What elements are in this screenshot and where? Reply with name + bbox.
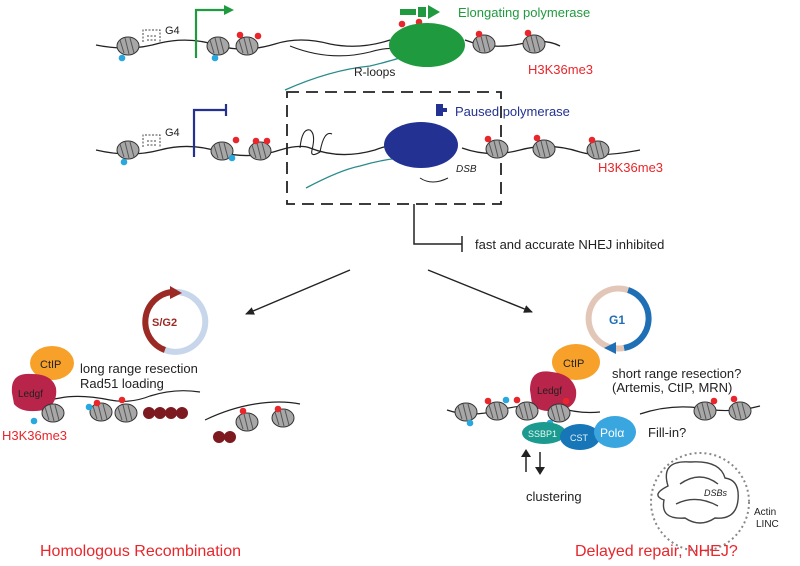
nucleosome-icon xyxy=(485,401,509,421)
middle-g4-label: G4 xyxy=(165,127,180,139)
ssbp1-protein xyxy=(522,422,566,444)
paused-icon xyxy=(436,104,447,116)
nucleosome-icon xyxy=(532,139,556,159)
nucleosome-icon xyxy=(693,401,717,421)
sg2-cycle-icon xyxy=(142,286,209,355)
nhej-text-line2: (Artemis, CtIP, MRN) xyxy=(612,380,732,395)
top-promoter-arrow xyxy=(194,8,228,58)
paused-polymerase xyxy=(384,122,458,168)
elongating-polymerase-label: Elongating polymerase xyxy=(458,5,590,20)
nucleosome-icon xyxy=(89,402,113,422)
actin-label: Actin xyxy=(754,507,776,518)
middle-g4-structure xyxy=(142,134,161,147)
nhej-ledgf-label: Ledgf xyxy=(537,386,562,397)
top-h3k36me3-label: H3K36me3 xyxy=(528,62,593,77)
nucleosome-icon xyxy=(41,403,65,423)
middle-rloop xyxy=(299,129,333,156)
hr-ledgf-label: Ledgf xyxy=(18,389,43,400)
nucleosome-icon xyxy=(235,412,259,432)
hr-branch: S/G2 CtIP Ledgf long range resection Rad… xyxy=(2,286,301,560)
nhej-ctip-protein xyxy=(552,344,600,380)
paused-polymerase-label: Paused polymerase xyxy=(455,104,570,119)
arrow-to-nhej xyxy=(427,269,533,313)
nucleosome-icon xyxy=(248,141,272,161)
nhej-branch: G1 CtIP Ledgf short range resection? (Ar… xyxy=(446,285,779,560)
hr-outcome-label: Homologous Recombination xyxy=(40,543,241,560)
hr-text-line1: long range resection xyxy=(80,361,198,376)
nhej-text-line1: short range resection? xyxy=(612,366,741,381)
nuclear-domain xyxy=(650,452,750,552)
middle-rna-strand xyxy=(305,157,401,189)
top-g4-label: G4 xyxy=(165,25,180,37)
top-g4-structure xyxy=(142,29,161,42)
g1-label: G1 xyxy=(609,313,625,327)
dsb-label: DSB xyxy=(456,164,477,175)
hr-ctip-label: CtIP xyxy=(40,359,61,371)
pola-protein xyxy=(594,416,636,448)
middle-panel: G4 DSB Paused polymerase H3K36me3 fast a… xyxy=(95,91,664,252)
hr-h3k36me3-label: H3K36me3 xyxy=(2,428,67,443)
arrow-to-hr xyxy=(245,269,351,315)
nucleosome-icon xyxy=(116,140,140,160)
top-panel: G4 Elongating polymerase R-loops H3K36me… xyxy=(95,5,593,91)
top-rna-strand xyxy=(284,55,406,91)
nhej-ctip-label: CtIP xyxy=(563,358,584,370)
nucleosome-icon xyxy=(515,401,539,421)
nucleosome-icon xyxy=(206,36,230,56)
cst-label: CST xyxy=(570,433,589,443)
pola-label: Polα xyxy=(600,426,624,440)
rloops-label: R-loops xyxy=(354,65,395,79)
elongation-direction-icon xyxy=(400,5,440,19)
nucleosome-icon xyxy=(454,402,478,422)
nucleosome-icon xyxy=(522,34,546,54)
elongating-polymerase xyxy=(389,23,465,67)
g1-cycle-icon xyxy=(585,285,652,354)
ctip-protein xyxy=(30,346,74,380)
ledgf-protein xyxy=(11,373,57,412)
cst-protein xyxy=(560,424,600,450)
linc-label: LINC xyxy=(756,519,779,530)
sg2-label: S/G2 xyxy=(152,317,177,329)
nucleosome-icon xyxy=(485,139,509,159)
nucleosome-icon xyxy=(235,36,259,56)
nucleosome-icon xyxy=(114,403,138,423)
hr-text-line2: Rad51 loading xyxy=(80,376,164,391)
nucleosome-icon xyxy=(472,34,496,54)
nhej-outcome-label: Delayed repair, NHEJ? xyxy=(575,543,738,560)
inhibition-connector xyxy=(413,204,462,245)
fillin-label: Fill-in? xyxy=(648,425,686,440)
nucleosome-icon xyxy=(547,403,571,423)
top-rloop-strand xyxy=(289,45,401,57)
rad51-filament xyxy=(143,407,236,443)
nucleosome-icon xyxy=(116,36,140,56)
dsb-cluster-chromatin xyxy=(657,461,739,524)
nucleosome-icon xyxy=(728,401,752,421)
clustering-arrows-icon xyxy=(521,449,545,475)
clustering-label: clustering xyxy=(526,489,582,504)
ssbp1-label: SSBP1 xyxy=(528,429,557,439)
middle-blocked-promoter xyxy=(192,108,226,157)
dsbs-label: DSBs xyxy=(704,488,728,498)
inhibition-label: fast and accurate NHEJ inhibited xyxy=(475,237,664,252)
nucleosome-icon xyxy=(271,408,295,428)
nucleosome-icon xyxy=(586,140,610,160)
middle-dna-strand-left xyxy=(95,144,401,157)
middle-h3k36me3-label: H3K36me3 xyxy=(598,160,663,175)
